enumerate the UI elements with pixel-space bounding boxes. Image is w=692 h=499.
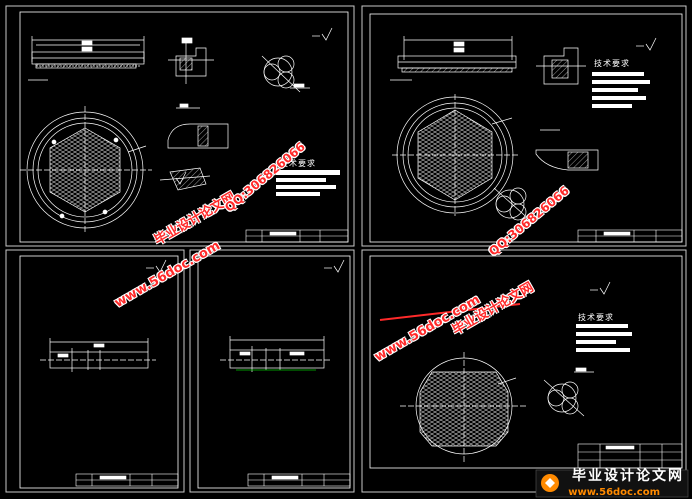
sheet-5-frame bbox=[361, 249, 687, 493]
sheet-3-inner-border bbox=[19, 255, 179, 489]
sheet-2-tech-req-title: 技术要求 bbox=[594, 59, 630, 68]
sheet-3-title-block bbox=[75, 473, 179, 487]
sheet-1-title-block bbox=[245, 229, 349, 243]
sheet-2-hole-pattern-detail bbox=[493, 187, 533, 223]
sheet-1-roughness-symbol bbox=[312, 27, 333, 41]
sheet-3 bbox=[5, 249, 185, 493]
sheet-2-flange-detail bbox=[536, 47, 586, 85]
sheet-1-tubesheet-plan-view bbox=[20, 106, 152, 234]
sheet-2-tubesheet-plan-view bbox=[392, 94, 520, 216]
sheet-1-flange-detail bbox=[168, 37, 214, 84]
sheet-1-hole-pattern-detail bbox=[261, 55, 310, 93]
sheet-3-roughness-symbol bbox=[146, 259, 167, 273]
sheet-2-technical-requirements bbox=[592, 72, 650, 108]
sheet-1-weld-detail bbox=[159, 167, 211, 191]
footer-logo-title: 毕业设计论文网 bbox=[572, 468, 684, 484]
sheet-5-inner-border bbox=[369, 255, 683, 469]
sheet-5-title-block bbox=[577, 443, 683, 469]
sheet-5-technical-requirements bbox=[576, 324, 632, 352]
sheet-4-frame bbox=[189, 249, 355, 493]
sheet-1-technical-requirements bbox=[276, 170, 340, 196]
sheet-2-elevation-view bbox=[390, 36, 517, 81]
footer-logo-mark bbox=[535, 469, 689, 498]
sheet-4-title-block bbox=[247, 473, 351, 487]
sheet-5-roughness-symbol bbox=[590, 281, 611, 295]
sheet-1-elevation-view bbox=[28, 36, 145, 81]
sheet-2-groove-detail bbox=[535, 129, 599, 171]
sheet-1-frame bbox=[5, 5, 355, 247]
sheet-1-inner-border bbox=[19, 11, 349, 243]
watermark-trail bbox=[379, 303, 521, 321]
sheet-4-roughness-symbol bbox=[324, 259, 345, 273]
sheet-4 bbox=[189, 249, 355, 493]
sheet-1-tech-req-title: 技术要求 bbox=[280, 159, 316, 168]
sheet-5-tech-req-title: 技术要求 bbox=[578, 313, 614, 322]
sheet-3-frame bbox=[5, 249, 185, 493]
sheet-2 bbox=[361, 5, 687, 247]
sheet-2-frame bbox=[361, 5, 687, 247]
sheet-4-shaft-view bbox=[220, 336, 332, 372]
sheet-1-groove-detail bbox=[167, 103, 229, 149]
sheet-1 bbox=[5, 5, 355, 247]
sheet-4-inner-border bbox=[197, 255, 351, 489]
footer-logo-url: www.56doc.com bbox=[568, 487, 660, 498]
sheet-2-roughness-symbol bbox=[636, 37, 657, 51]
sheet-3-shaft-view bbox=[40, 338, 156, 372]
sheet-5-hole-pattern-detail bbox=[543, 367, 594, 417]
sheet-5 bbox=[361, 249, 687, 493]
sheet-2-title-block bbox=[577, 229, 683, 243]
sheet-2-inner-border bbox=[369, 13, 683, 243]
sheet-5-baffle-plan-view bbox=[400, 352, 528, 462]
